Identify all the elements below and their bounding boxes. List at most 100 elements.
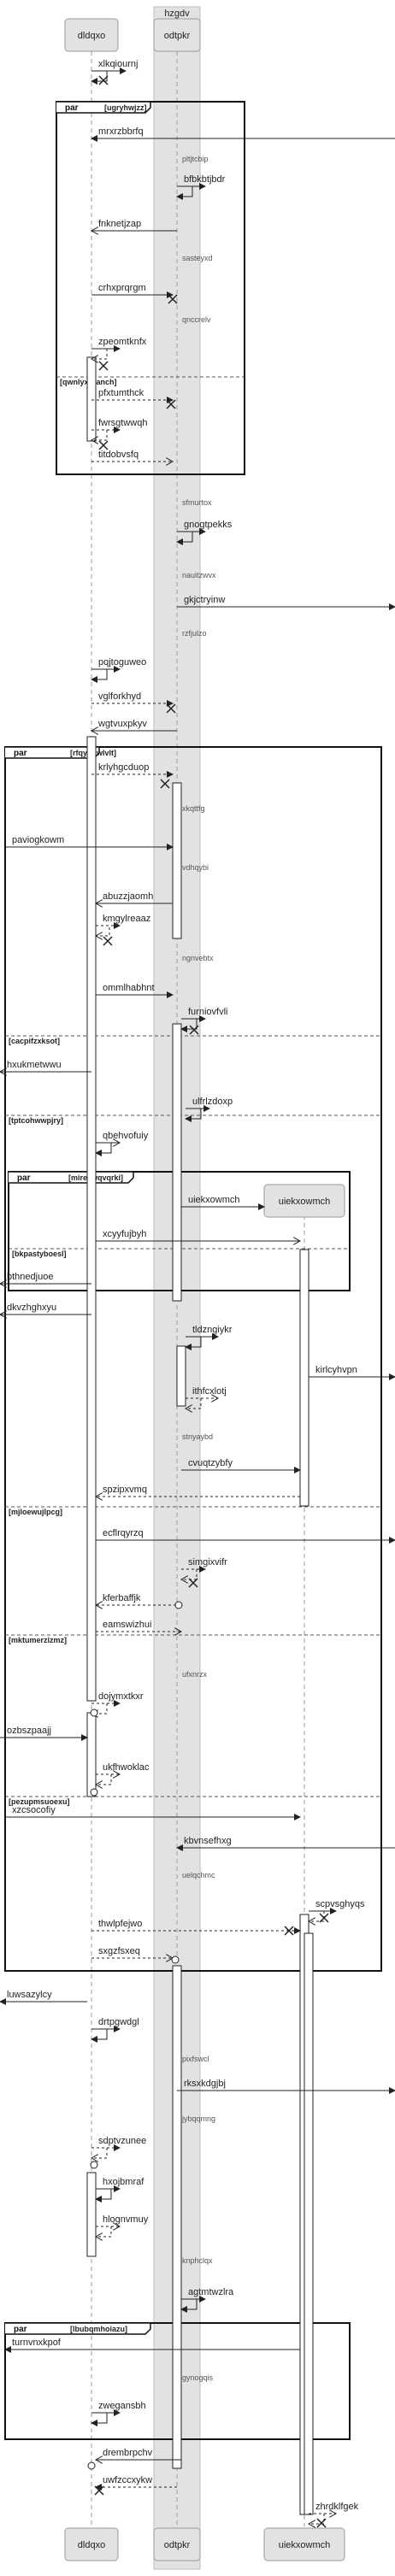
activation-bar <box>86 736 97 1702</box>
message-label: cvuqtzybfy <box>188 1458 233 1468</box>
message-label: bthnedjuoe <box>7 1272 53 1282</box>
message-label: luwsazylcy <box>7 1990 52 2000</box>
activation-bar <box>304 1932 314 2515</box>
message-label: scpvsghyqs <box>315 1899 365 1909</box>
message-label: gkjctryinw <box>184 595 225 605</box>
message-label: tldzngiykr <box>192 1325 233 1335</box>
self-message-loop <box>309 2513 325 2524</box>
message-label: titdobvsfq <box>98 450 139 460</box>
message-label: sxgzfsxeq <box>98 1946 140 1956</box>
message-label: ozbszpaajj <box>7 1726 51 1736</box>
activation-bar <box>172 1023 182 1302</box>
self-message-loop <box>91 2028 108 2043</box>
message-label: uwfzccxykw <box>103 2475 152 2485</box>
destroy-marker <box>189 1025 199 1035</box>
message-label: rksxkdgjbj <box>184 2079 226 2089</box>
participant-label: odtpkr <box>164 2540 191 2550</box>
frame-condition: [ugryhwjzz] <box>104 103 147 112</box>
message-label: xlkqiournj <box>98 59 138 69</box>
message-label: simgixvifr <box>188 1557 227 1567</box>
self-message-loop <box>96 2226 112 2237</box>
self-message-loop <box>186 1397 202 1409</box>
self-message-loop <box>96 1773 112 1785</box>
self-message-loop <box>91 668 108 683</box>
message-label: eamswizhui <box>103 1620 151 1630</box>
self-message-loop <box>176 185 193 200</box>
message-label: gnogtpekks <box>184 520 233 530</box>
destroy-marker <box>98 361 109 371</box>
messages: xlkqiournjmrxrzbbrfqpltjtcbipbfbkbtjbdrf… <box>0 59 395 2528</box>
message-label: bfbkbtjbdr <box>184 174 226 185</box>
self-message-loop <box>91 429 108 440</box>
message-label: vglforkhyd <box>98 691 141 702</box>
message-label: drembrpchv <box>103 2448 153 2458</box>
participant-odtpkr-footer[interactable]: odtpkr <box>153 2527 201 2561</box>
lost-message-circle <box>90 2161 98 2169</box>
participant-uiekxowmch-footer[interactable]: uiekxowmch <box>263 2527 345 2561</box>
participant-label: uiekxowmch <box>279 2540 331 2550</box>
message-label: pfxtumthck <box>98 388 144 398</box>
frame-kind: par <box>17 1173 31 1183</box>
participant-label: uiekxowmch <box>279 1197 331 1207</box>
lost-message-circle <box>87 2461 96 2470</box>
self-message-loop <box>95 2188 112 2203</box>
message-label: nauitzwvx <box>182 571 216 579</box>
destroy-marker <box>98 75 109 85</box>
frame-section: [pezupmsuoexu] <box>9 1797 70 1806</box>
participant-label: dldqxo <box>78 31 105 41</box>
lost-message-circle <box>90 1709 98 1717</box>
message-label: dkvzhghxyu <box>7 1303 56 1313</box>
message-label: hlognvmuy <box>103 2214 149 2225</box>
message-label: spzipxvmq <box>103 1485 147 1495</box>
self-message-loop <box>176 531 193 545</box>
frame-section: [bkpastyboesl] <box>12 1250 67 1258</box>
activation-bar <box>172 782 182 939</box>
frame-kind: par <box>14 2325 27 2334</box>
message-label: vdhqybi <box>182 863 209 872</box>
message-label: ecflrqyrzq <box>103 1528 144 1538</box>
message-label: furniovfvli <box>188 1007 227 1017</box>
self-message-loop <box>96 925 110 936</box>
message-label: zhrdklfgek <box>315 2502 359 2512</box>
participant-dldqxo-footer[interactable]: dldqxo <box>64 2527 119 2561</box>
destroy-marker <box>284 1926 294 1936</box>
group-label: hzgdv <box>164 9 190 19</box>
message-label: abuzzjaomh <box>103 891 153 902</box>
destroy-marker <box>94 2485 104 2496</box>
message-label: dojymxtkxr <box>98 1691 144 1702</box>
message-label: jybqqmng <box>181 2114 215 2123</box>
self-message-loop <box>91 348 108 359</box>
message-label: pixfswcl <box>182 2055 209 2063</box>
message-label: ngnvebtx <box>182 954 214 962</box>
self-message-loop <box>309 1910 325 1921</box>
participant-label: dldqxo <box>78 2540 105 2550</box>
message-label: hxukmetwwu <box>7 1060 62 1070</box>
lost-message-circle <box>174 1601 183 1609</box>
destroy-marker <box>98 440 109 450</box>
participant-uiekxowmch[interactable]: uiekxowmch <box>263 1184 345 1218</box>
message-label: zwegansbh <box>98 2401 146 2411</box>
activation-bar <box>299 1249 310 1507</box>
activation-bars <box>86 356 314 2515</box>
activation-bar <box>86 1712 97 1797</box>
message-label: rzfjulzo <box>182 629 207 638</box>
message-label: wgtvuxpkyv <box>97 719 147 729</box>
activation-bar <box>176 1345 186 1407</box>
message-label: sdptvzunee <box>98 2136 146 2146</box>
message-label: kferbaffjk <box>103 1593 141 1603</box>
message-label: turnvnxkpof <box>12 2338 62 2348</box>
participant-odtpkr[interactable]: odtpkr <box>153 18 201 52</box>
activation-bar <box>86 356 97 442</box>
message-label: kmgylreaaz <box>103 914 150 924</box>
participant-dldqxo[interactable]: dldqxo <box>64 18 119 52</box>
frame-section: [cacpifzxksot] <box>9 1037 60 1045</box>
message-label: kbvnsefhxg <box>184 1836 232 1846</box>
activation-bar <box>86 2172 97 2257</box>
message-label: thwlpfejwo <box>98 1919 142 1929</box>
destroy-marker <box>166 399 176 409</box>
frame-section: [mktumerzizmz] <box>9 1636 67 1644</box>
message-label: uelqchmc <box>182 1871 215 1879</box>
self-message-loop <box>185 1108 202 1122</box>
message-label: kirlcyhvpn <box>315 1365 357 1375</box>
